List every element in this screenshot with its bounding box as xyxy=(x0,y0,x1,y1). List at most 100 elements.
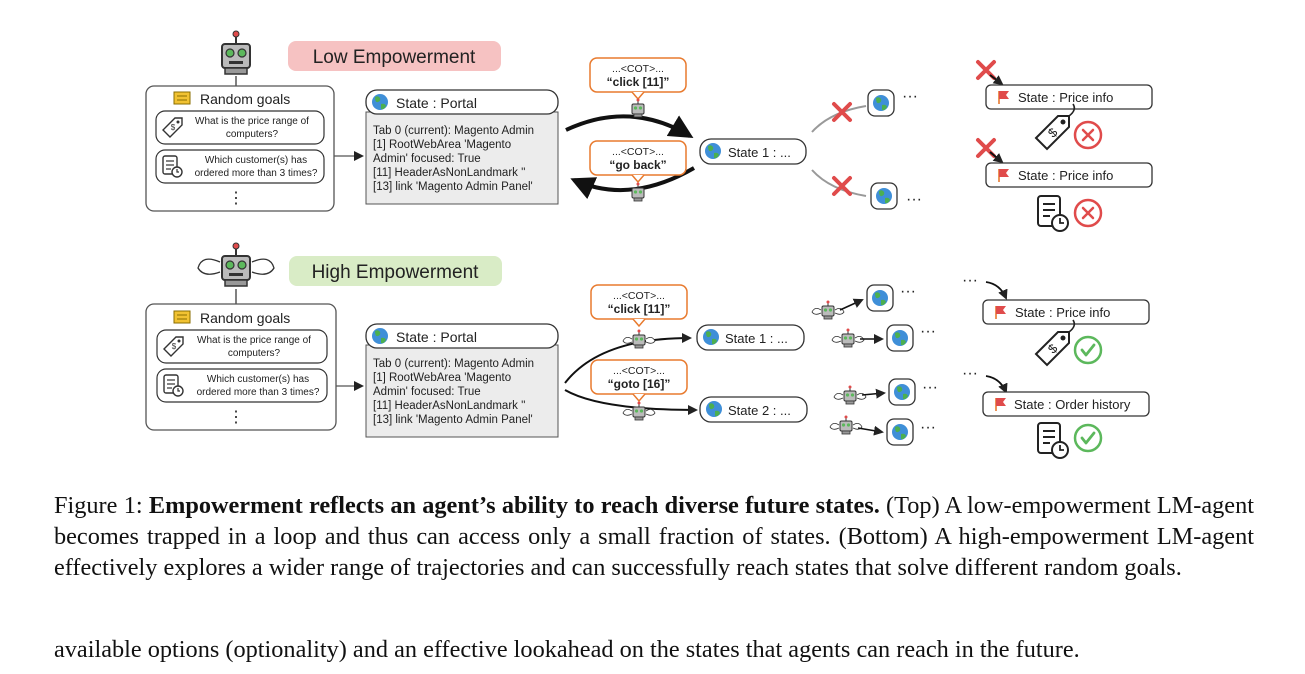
portal-state-content xyxy=(365,344,559,438)
mini-robot-icon xyxy=(623,402,655,421)
high-empowerment-panel: High Empowerment Random goals What is th… xyxy=(145,242,1150,459)
portal-state-header xyxy=(365,89,559,115)
figure-caption: Figure 1: Empowerment reflects an agent’… xyxy=(54,490,1254,583)
scroll-icon xyxy=(173,310,191,324)
high-empowerment-badge xyxy=(289,256,502,286)
portal-line-2: Admin' focused: True xyxy=(373,386,481,398)
portal-line-1: [1] RootWebArea 'Magento xyxy=(373,372,511,384)
goal-price-line1: What is the price range of xyxy=(197,335,311,346)
state2-node xyxy=(699,396,808,423)
globe-icon xyxy=(886,324,914,352)
globe-icon xyxy=(867,89,895,117)
document-clock-icon xyxy=(1037,195,1069,232)
globe-icon xyxy=(705,143,721,159)
goal-price-line2: computers? xyxy=(228,348,281,359)
globe-icon xyxy=(372,328,388,344)
target-state-price xyxy=(982,299,1150,325)
caption-prefix: Figure 1: xyxy=(54,492,143,519)
target-state-order-label: State : Order history xyxy=(1014,397,1131,412)
random-goals-title: Random goals xyxy=(200,91,290,107)
portal-line-0: Tab 0 (current): Magento Admin xyxy=(373,358,534,370)
globe-icon xyxy=(703,329,719,345)
goal-customer-line1: Which customer(s) has xyxy=(205,155,307,166)
goal-price-line1: What is the price range of xyxy=(195,116,309,127)
portal-state-title: State : Portal xyxy=(396,329,477,345)
x-mark-icon xyxy=(1073,198,1103,228)
check-icon xyxy=(1073,423,1103,453)
target-state-price-2 xyxy=(985,162,1153,188)
goal-customer-line2: ordered more than 3 times? xyxy=(197,387,320,398)
globe-icon xyxy=(886,418,914,446)
caption-bold: Empowerment reflects an agent’s ability … xyxy=(148,492,880,519)
price-tag-icon xyxy=(1035,103,1076,150)
more-goals-ellipsis: ⋮ xyxy=(228,190,244,207)
cot-label: ...<COT>... xyxy=(613,365,665,377)
goal-card-customer xyxy=(155,149,325,184)
branch-arrow-state2 xyxy=(564,389,698,415)
mini-robot-icon xyxy=(812,301,844,320)
goal-customer-line1: Which customer(s) has xyxy=(207,374,309,385)
goal-price-line2: computers? xyxy=(226,129,279,140)
portal-line-3: [11] HeaderAsNonLandmark '' xyxy=(373,167,525,179)
cross-icon xyxy=(832,176,852,196)
goal-customer-line2: ordered more than 3 times? xyxy=(195,168,318,179)
globe-icon xyxy=(870,182,898,210)
globe-icon xyxy=(706,401,722,417)
x-mark-icon xyxy=(1073,120,1103,150)
mini-robot-icon xyxy=(631,182,645,202)
more-goals-ellipsis: ⋮ xyxy=(228,409,244,426)
empowerment-figure: $ $ xyxy=(145,30,1153,459)
mini-robot-icon xyxy=(631,98,645,118)
target-state-price-label: State : Price info xyxy=(1015,305,1110,320)
portal-line-3: [11] HeaderAsNonLandmark '' xyxy=(373,400,525,412)
continuation-dots: ··· xyxy=(900,283,916,300)
mini-robot-icon xyxy=(830,416,862,435)
portal-line-4: [13] link 'Magento Admin Panel' xyxy=(373,181,533,193)
target-state-price xyxy=(985,84,1153,110)
high-empowerment-label: High Empowerment xyxy=(312,262,480,283)
continuation-dots: ··· xyxy=(906,191,922,208)
cot-action-click: “click [11]” xyxy=(607,75,670,89)
target-state-price-2-label: State : Price info xyxy=(1018,168,1113,183)
state1-label: State 1 : ... xyxy=(728,145,791,160)
portal-state-content xyxy=(365,111,559,205)
mini-robot-icon xyxy=(834,386,866,405)
robot-icon xyxy=(221,30,251,75)
continuation-dots: ··· xyxy=(902,88,918,105)
globe-icon xyxy=(372,94,388,110)
mini-robot-icon xyxy=(832,329,864,348)
portal-state-header xyxy=(365,323,559,349)
goal-card-price xyxy=(156,329,328,364)
portal-line-1: [1] RootWebArea 'Magento xyxy=(373,139,511,151)
loop-arrow-forward xyxy=(565,114,694,139)
goal-card-price xyxy=(155,110,325,145)
cot-label: ...<COT>... xyxy=(612,63,664,75)
cot-action-goback: “go back” xyxy=(609,158,666,172)
caption-body: (Top) A low-empowerment LM-agent becomes… xyxy=(54,492,1254,581)
continuation-dots: ··· xyxy=(962,272,978,289)
continuation-dots: ··· xyxy=(922,379,938,396)
scroll-icon xyxy=(173,91,191,105)
cot-label: ...<COT>... xyxy=(613,290,665,302)
flexed-arm-left xyxy=(197,258,221,275)
robot-icon xyxy=(221,242,251,287)
globe-icon xyxy=(888,378,916,406)
random-goals-title: Random goals xyxy=(200,310,290,326)
continuation-dots: ··· xyxy=(920,419,936,436)
state2-label: State 2 : ... xyxy=(728,403,791,418)
document-clock-icon xyxy=(1037,422,1069,459)
price-tag-icon xyxy=(1035,319,1076,366)
cross-icon xyxy=(832,102,852,122)
next-paragraph-cut: available options (optionality) and an e… xyxy=(54,636,1080,663)
low-empowerment-label: Low Empowerment xyxy=(313,47,476,68)
state1-node xyxy=(696,324,805,351)
portal-line-2: Admin' focused: True xyxy=(373,153,481,165)
target-state-order xyxy=(982,391,1150,417)
check-icon xyxy=(1073,335,1103,365)
state1-node xyxy=(699,138,807,165)
state1-label: State 1 : ... xyxy=(725,331,788,346)
continuation-dots: ··· xyxy=(962,365,978,382)
globe-icon xyxy=(866,284,894,312)
portal-line-0: Tab 0 (current): Magento Admin xyxy=(373,125,534,137)
low-empowerment-panel: Low Empowerment Random goals What is the… xyxy=(145,30,1153,232)
